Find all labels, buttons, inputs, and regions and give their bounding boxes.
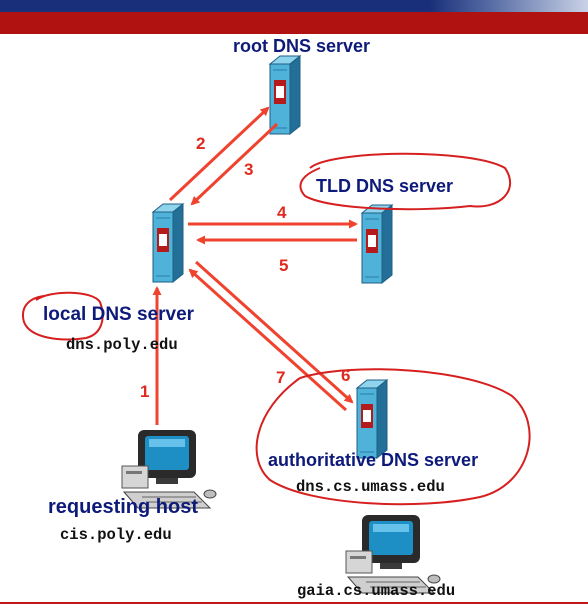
arrow-step-7 bbox=[188, 268, 348, 412]
arrow-step-6 bbox=[194, 260, 354, 404]
title-band-red bbox=[0, 12, 588, 34]
local-server-label: local DNS server bbox=[43, 304, 194, 326]
requesting-host-name: cis.poly.edu bbox=[60, 526, 172, 544]
tld-server-label: TLD DNS server bbox=[316, 176, 454, 196]
step-label: 3 bbox=[244, 160, 254, 179]
authoritative-server-icon bbox=[356, 379, 388, 459]
destination-host-name: gaia.cs.umass.edu bbox=[297, 582, 456, 600]
step-label: 7 bbox=[276, 368, 286, 387]
local-server-icon bbox=[152, 203, 184, 283]
arrow-step-3 bbox=[190, 122, 279, 206]
authoritative-highlight-circle bbox=[255, 368, 531, 506]
step-label: 5 bbox=[279, 256, 289, 275]
local-word: local bbox=[43, 304, 87, 325]
authoritative-server-hostname: dns.cs.umass.edu bbox=[296, 478, 445, 496]
step-label: 1 bbox=[140, 382, 150, 401]
step-label: 4 bbox=[277, 203, 287, 222]
arrow-step-2 bbox=[168, 106, 270, 202]
requesting-host-label: requesting host bbox=[48, 496, 199, 518]
local-highlight-circle bbox=[22, 291, 104, 341]
authoritative-server-label: authoritative DNS server bbox=[268, 450, 479, 470]
step-label: 2 bbox=[196, 134, 206, 153]
local-server-rest: DNS server bbox=[86, 304, 195, 325]
step-label: 6 bbox=[341, 366, 351, 385]
root-server-label: root DNS server bbox=[233, 36, 371, 56]
root-server-icon bbox=[269, 55, 301, 135]
tld-server-icon bbox=[361, 204, 393, 284]
local-server-hostname: dns.poly.edu bbox=[66, 336, 178, 354]
tld-highlight-circle bbox=[299, 152, 511, 211]
bottom-rule bbox=[0, 602, 588, 604]
logo-strip bbox=[430, 0, 588, 12]
